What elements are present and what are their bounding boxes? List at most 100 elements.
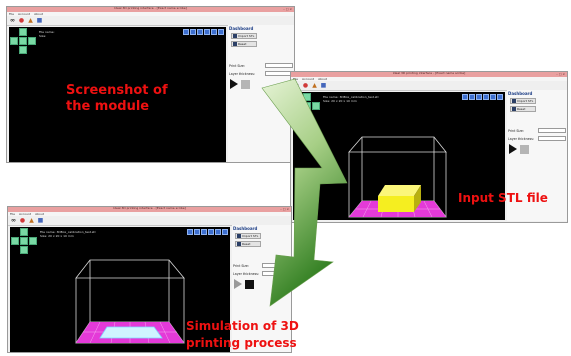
fox-icon[interactable]: ▲ [312, 82, 317, 89]
size-text: Size: 20 x 20 x 10 mm [323, 99, 357, 103]
viewport-3d[interactable]: File name: 3DBox_calibration_test.stl Si… [10, 227, 230, 352]
viewport-3d[interactable]: File name: Size: [9, 27, 226, 162]
menu-file[interactable]: File [10, 212, 16, 216]
nav-right-button[interactable] [28, 37, 36, 45]
view-tools [187, 229, 228, 235]
stop-icon[interactable]: ● [302, 82, 309, 89]
print-size-input[interactable] [538, 128, 566, 133]
fox-icon[interactable]: ▲ [29, 217, 34, 224]
nav-up-button[interactable] [19, 28, 27, 36]
reset-view-icon[interactable] [497, 94, 503, 100]
layer-thickness-label: Layer thickness: [508, 136, 535, 141]
view-navigation-pad[interactable] [11, 228, 37, 254]
layer-thickness-label: Layer thickness: [233, 271, 260, 276]
import-stl-button[interactable]: Import STL [510, 98, 536, 104]
nav-center-button[interactable] [19, 37, 27, 45]
nav-up-button[interactable] [20, 228, 28, 236]
nav-down-button[interactable] [19, 46, 27, 54]
play-icon[interactable] [234, 279, 242, 289]
annotation-simulation: Simulation of 3D printing process [186, 318, 299, 352]
import-stl-button[interactable]: Import STL [231, 33, 257, 39]
dashboard-panel: Dashboard Import STL Reset Print Size: L… [507, 90, 567, 221]
annotation-input-stl: Input STL file [458, 191, 548, 205]
fox-icon[interactable]: ▲ [28, 17, 33, 24]
stop-square-icon[interactable] [241, 79, 250, 89]
zoom-out-icon[interactable] [194, 229, 200, 235]
zoom-out-icon[interactable] [469, 94, 475, 100]
zoom-in-icon[interactable] [183, 29, 189, 35]
menu-bar: File Account About [8, 212, 291, 216]
reset-view-icon[interactable] [222, 229, 228, 235]
import-icon [512, 99, 516, 103]
stop-square-icon[interactable] [245, 279, 254, 289]
cube-icon[interactable]: ■ [37, 217, 44, 224]
menu-about[interactable]: About [318, 77, 327, 81]
title-bar: Ideal 3D printing interface - [Exact nam… [7, 7, 294, 12]
menu-about[interactable]: About [34, 12, 43, 16]
reset-label: Reset [517, 107, 526, 111]
zoom-in-icon[interactable] [187, 229, 193, 235]
nav-right-button[interactable] [29, 237, 37, 245]
layer-thickness-input[interactable] [538, 136, 566, 141]
print-size-input[interactable] [265, 63, 293, 68]
menu-account[interactable]: Account [18, 12, 31, 16]
import-stl-label: Import STL [517, 99, 534, 103]
nav-left-button[interactable] [10, 37, 18, 45]
nav-left-button[interactable] [11, 237, 19, 245]
window-controls[interactable]: – □ × [283, 7, 292, 11]
layer-thickness-label: Layer thickness: [229, 71, 256, 76]
zoom-out-icon[interactable] [190, 29, 196, 35]
pan-icon[interactable] [204, 29, 210, 35]
file-name-text: File name: 3DBox_calibration_test.stl [40, 230, 96, 234]
cube-icon[interactable]: ■ [320, 82, 327, 89]
deposited-layer [99, 326, 163, 339]
reset-icon [233, 42, 237, 46]
rotate-icon[interactable] [201, 229, 207, 235]
layer-thickness-row: Layer thickness: [508, 136, 566, 141]
menu-account[interactable]: Account [19, 212, 32, 216]
fit-icon[interactable] [215, 229, 221, 235]
play-icon[interactable] [509, 144, 517, 154]
nav-down-button[interactable] [20, 246, 28, 254]
reset-label: Reset [242, 242, 251, 246]
pan-icon[interactable] [483, 94, 489, 100]
playback-controls [230, 79, 294, 89]
stop-icon[interactable]: ● [18, 17, 25, 24]
fit-icon[interactable] [490, 94, 496, 100]
print-size-row: Print Size: [229, 63, 293, 68]
menu-file[interactable]: File [9, 12, 15, 16]
nav-center-button[interactable] [20, 237, 28, 245]
rotate-icon[interactable] [476, 94, 482, 100]
reset-button[interactable]: Reset [231, 41, 257, 47]
link-icon[interactable]: ∞ [11, 217, 16, 224]
nav-right-button[interactable] [312, 102, 320, 110]
reset-button[interactable]: Reset [235, 241, 261, 247]
fit-icon[interactable] [211, 29, 217, 35]
rotate-icon[interactable] [197, 29, 203, 35]
stop-icon[interactable]: ● [19, 217, 26, 224]
link-icon[interactable]: ∞ [10, 17, 15, 24]
annotation-simulation-line1: Simulation of 3D [186, 319, 299, 333]
reset-label: Reset [238, 42, 247, 46]
cube-icon[interactable]: ■ [36, 17, 43, 24]
print-size-label: Print Size: [508, 128, 524, 133]
zoom-in-icon[interactable] [462, 94, 468, 100]
pan-icon[interactable] [208, 229, 214, 235]
view-navigation-pad[interactable] [10, 28, 36, 54]
window-controls[interactable]: – □ × [280, 207, 289, 211]
import-stl-button[interactable]: Import STL [235, 233, 261, 239]
view-tools [183, 29, 224, 35]
toolbar: ∞ ● ▲ ■ [8, 216, 291, 226]
stop-square-icon[interactable] [520, 144, 529, 154]
stl-model-side [414, 185, 421, 212]
toolbar: ∞ ● ▲ ■ [7, 16, 294, 26]
stl-model-front [378, 196, 414, 212]
reset-button[interactable]: Reset [510, 106, 536, 112]
print-size-label: Print Size: [229, 63, 245, 68]
reset-view-icon[interactable] [218, 29, 224, 35]
menu-about[interactable]: About [35, 212, 44, 216]
menu-account[interactable]: Account [302, 77, 315, 81]
window-controls[interactable]: – □ × [556, 72, 565, 76]
play-icon[interactable] [230, 79, 238, 89]
menu-file[interactable]: File [293, 77, 299, 81]
